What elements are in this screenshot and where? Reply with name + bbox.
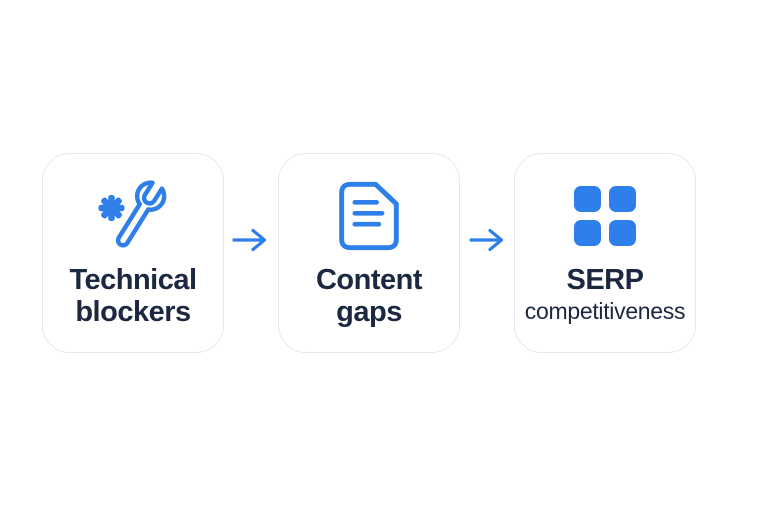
card-serp-competitiveness: SERP competitiveness bbox=[514, 153, 696, 353]
wrench-gear-icon bbox=[98, 180, 167, 248]
card-content-gaps: Content gaps bbox=[278, 153, 460, 353]
card-label-line: Content bbox=[315, 264, 423, 296]
flow-arrow bbox=[468, 226, 506, 254]
card-label: Technical blockers bbox=[69, 264, 197, 328]
arrow-right-icon bbox=[469, 228, 504, 252]
flow-row: Technical blockers Content gaps bbox=[42, 153, 696, 353]
arrow-right-icon bbox=[232, 228, 267, 252]
grid-icon bbox=[574, 186, 636, 246]
flow-arrow bbox=[231, 226, 269, 254]
document-icon bbox=[339, 181, 399, 251]
card-label: Content gaps bbox=[315, 264, 423, 328]
card-label-line: blockers bbox=[75, 296, 191, 328]
card-label: SERP competitiveness bbox=[524, 264, 686, 326]
card-label-line: SERP bbox=[566, 264, 644, 296]
card-label-line: Technical bbox=[69, 264, 197, 296]
card-icon-area bbox=[515, 178, 695, 254]
card-technical-blockers: Technical blockers bbox=[42, 153, 224, 353]
card-icon-area bbox=[279, 178, 459, 254]
card-label-line: gaps bbox=[336, 296, 402, 328]
card-icon-area bbox=[43, 178, 223, 254]
card-label-subline: competitiveness bbox=[524, 298, 686, 324]
